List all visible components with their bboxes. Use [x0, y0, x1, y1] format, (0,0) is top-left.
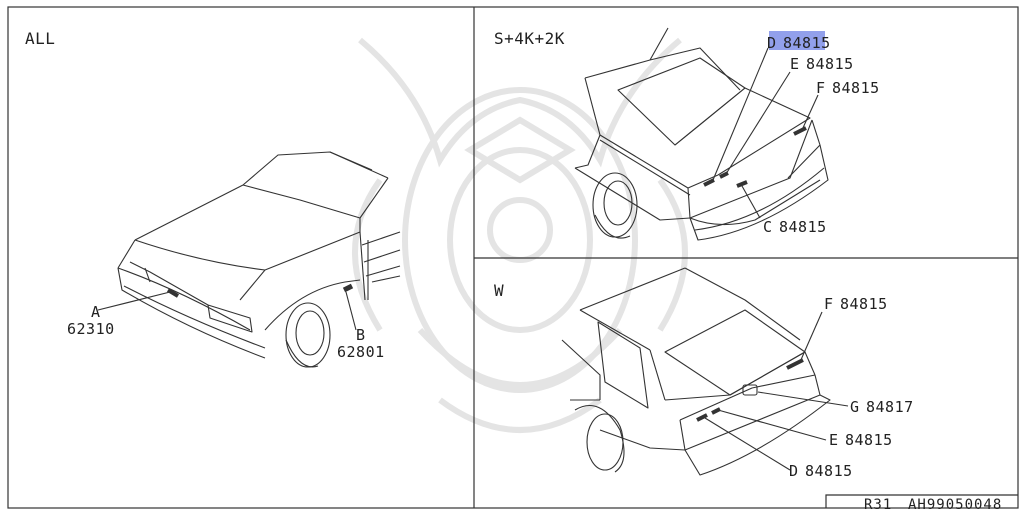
callout-g-letter-wagon: G [850, 398, 860, 416]
callout-a-part: 62310 [67, 320, 115, 338]
footer-model: R31 [864, 497, 893, 510]
callout-e-part-sedan: 84815 [806, 55, 854, 73]
selection-highlight [769, 31, 825, 50]
callout-d-letter-sedan: D [767, 34, 777, 52]
callout-e-letter-sedan: E [790, 55, 800, 73]
watermark-emblem [352, 37, 688, 433]
callout-b-letter: B [356, 326, 366, 344]
callout-f-letter-wagon: F [824, 295, 834, 313]
callout-d-letter-wagon: D [789, 462, 799, 480]
callout-d-part-wagon: 84815 [805, 462, 853, 480]
callout-f-letter-sedan: F [816, 79, 826, 97]
callout-g-part-wagon: 84817 [866, 398, 914, 416]
footer-diagram-code: AH99050048 [908, 497, 1003, 510]
callout-d-part-sedan: 84815 [783, 34, 831, 52]
callout-e-letter-wagon: E [829, 431, 839, 449]
callout-f-part-wagon: 84815 [840, 295, 888, 313]
callout-c-letter-sedan: C [763, 218, 773, 236]
panel-frames [7, 6, 1019, 509]
rear-sedan-drawing [574, 27, 829, 241]
callout-c-part-sedan: 84815 [779, 218, 827, 236]
panel-title-all: ALL [25, 29, 56, 48]
front-car-drawing [97, 151, 401, 368]
callout-e-part-wagon: 84815 [845, 431, 893, 449]
panel-title-w: W [494, 281, 505, 300]
rear-wagon-drawing [561, 267, 849, 476]
callout-b-part: 62801 [337, 343, 385, 361]
callout-a-letter: A [91, 303, 101, 321]
panel-title-s4k2k: S+4K+2K [494, 29, 565, 48]
callout-f-part-sedan: 84815 [832, 79, 880, 97]
